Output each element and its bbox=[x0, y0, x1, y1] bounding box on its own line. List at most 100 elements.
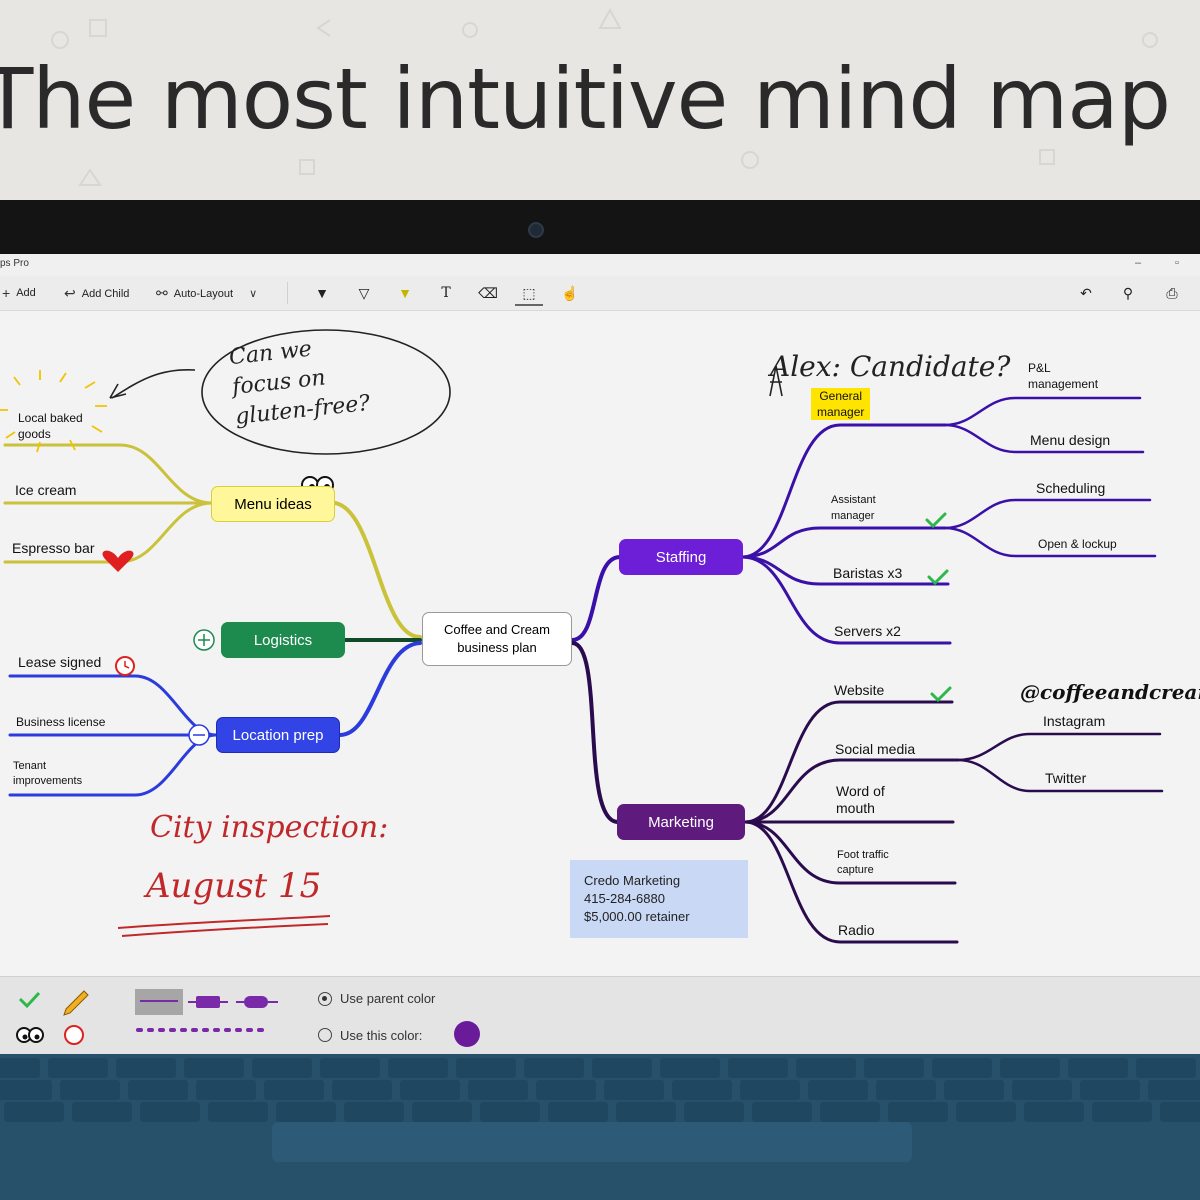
highlighter-icon[interactable]: ▼ bbox=[398, 285, 412, 301]
ink-inspection-note[interactable]: City inspection: bbox=[150, 810, 389, 845]
note-line-1: Credo Marketing bbox=[584, 873, 681, 888]
app-window: ps Pro – ▫ + Add ↩ Add Child ⚯ Auto-Layo… bbox=[0, 254, 1200, 1054]
keyboard-key bbox=[740, 1080, 800, 1100]
hero-title: The most intuitive mind map app bbox=[0, 50, 1200, 148]
undo-icon[interactable]: ↶ bbox=[1080, 285, 1092, 301]
keyboard-key bbox=[820, 1102, 880, 1122]
keyboard-key bbox=[332, 1080, 392, 1100]
location-prep-node[interactable]: Location prep bbox=[216, 717, 340, 753]
share-nodes-icon: ⚯ bbox=[156, 285, 168, 301]
topic-business-license[interactable]: Business license bbox=[16, 715, 106, 729]
search-icon[interactable]: ⚲ bbox=[1122, 285, 1134, 301]
topic-lease-signed[interactable]: Lease signed bbox=[18, 654, 102, 670]
sticky-note[interactable]: Credo Marketing 415-284-6880 $5,000.00 r… bbox=[570, 860, 748, 938]
eyes-icon bbox=[16, 1027, 44, 1043]
topic-word-of-mouth[interactable]: Word of mouth bbox=[836, 783, 885, 816]
keyboard-key bbox=[468, 1080, 528, 1100]
title-bar: ps Pro – ▫ bbox=[0, 254, 1200, 276]
maximize-icon[interactable]: ▫ bbox=[1175, 257, 1179, 269]
use-this-color-option[interactable]: Use this color: bbox=[318, 1021, 481, 1047]
topic-assistant-manager[interactable]: Assistant manager bbox=[831, 494, 876, 522]
keyboard-key bbox=[276, 1102, 336, 1122]
note-line-3: $5,000.00 retainer bbox=[584, 909, 690, 924]
style-icons bbox=[16, 989, 278, 1045]
pen-dark-icon[interactable]: ▽ bbox=[358, 285, 370, 301]
minimize-icon[interactable]: – bbox=[1135, 257, 1142, 269]
topic-twitter[interactable]: Twitter bbox=[1045, 770, 1087, 786]
keyboard-key bbox=[1148, 1080, 1200, 1100]
staffing-node[interactable]: Staffing bbox=[619, 539, 743, 575]
keyboard bbox=[0, 1054, 1200, 1200]
menu-ideas-node[interactable]: Menu ideas bbox=[211, 486, 335, 522]
print-icon[interactable]: ⎙ bbox=[1166, 285, 1178, 301]
topic-social-media[interactable]: Social media bbox=[835, 741, 916, 757]
topic-general-manager[interactable]: General manager bbox=[811, 388, 871, 420]
ink-candidate-note[interactable]: Alex: Candidate? bbox=[770, 350, 1011, 383]
ink-handle-note[interactable]: @coffeeandcream bbox=[1020, 680, 1200, 704]
pen-black-icon[interactable]: ▼ bbox=[315, 285, 329, 301]
topic-servers[interactable]: Servers x2 bbox=[834, 623, 901, 639]
keyboard-key bbox=[140, 1102, 200, 1122]
auto-layout-button[interactable]: ⚯ Auto-Layout ∨ bbox=[156, 285, 257, 302]
keyboard-key bbox=[196, 1080, 256, 1100]
keyboard-key bbox=[0, 1080, 52, 1100]
eraser-icon[interactable]: ⌫ bbox=[478, 285, 498, 301]
topic-open-lockup[interactable]: Open & lockup bbox=[1038, 537, 1117, 551]
keyboard-key bbox=[480, 1102, 540, 1122]
marketing-node[interactable]: Marketing bbox=[617, 804, 745, 840]
mind-map-canvas[interactable]: Coffee and Cream business plan Menu idea… bbox=[0, 310, 1200, 976]
expand-plus-icon bbox=[193, 629, 215, 651]
keyboard-key bbox=[1160, 1102, 1200, 1122]
style-panel: Use parent color Use this color: bbox=[0, 976, 1200, 1054]
add-button[interactable]: + Add bbox=[2, 285, 36, 301]
keyboard-key bbox=[208, 1102, 268, 1122]
keyboard-key bbox=[672, 1080, 732, 1100]
add-label: Add bbox=[16, 287, 36, 299]
touch-icon[interactable]: ☝ bbox=[561, 285, 579, 301]
ink-date-note[interactable]: August 15 bbox=[146, 866, 322, 906]
keyboard-key bbox=[1068, 1058, 1128, 1078]
logistics-node[interactable]: Logistics bbox=[221, 622, 345, 658]
central-topic-node[interactable]: Coffee and Cream business plan bbox=[422, 612, 572, 666]
ink-gluten-note[interactable]: Can we focus on gluten-free? bbox=[227, 336, 372, 430]
keyboard-key bbox=[72, 1102, 132, 1122]
topic-espresso-bar[interactable]: Espresso bar bbox=[12, 540, 95, 556]
keyboard-key bbox=[1092, 1102, 1152, 1122]
topic-radio[interactable]: Radio bbox=[838, 922, 875, 938]
heart-icon bbox=[102, 550, 134, 572]
keyboard-key bbox=[1136, 1058, 1196, 1078]
topic-ice-cream[interactable]: Ice cream bbox=[15, 482, 77, 498]
radio-this[interactable] bbox=[318, 1028, 332, 1042]
lasso-select-icon[interactable]: ⬚ bbox=[515, 282, 543, 306]
radio-parent[interactable] bbox=[318, 991, 332, 1006]
use-this-label: Use this color: bbox=[340, 1027, 423, 1043]
toolbar-divider bbox=[287, 282, 288, 304]
keyboard-key bbox=[48, 1058, 108, 1078]
topic-pl-management[interactable]: P&L management bbox=[1028, 361, 1099, 391]
text-tool-icon[interactable]: T bbox=[441, 285, 451, 301]
topic-tenant-improvements[interactable]: Tenant improvements bbox=[13, 760, 83, 787]
trackpad bbox=[272, 1122, 912, 1162]
keyboard-key bbox=[944, 1080, 1004, 1100]
topic-website[interactable]: Website bbox=[834, 682, 885, 698]
topic-baristas[interactable]: Baristas x3 bbox=[833, 565, 903, 581]
toolbar: + Add ↩ Add Child ⚯ Auto-Layout ∨ ▼ ▽ ▼ … bbox=[0, 276, 1200, 311]
pencil-icon bbox=[63, 990, 89, 1016]
topic-scheduling[interactable]: Scheduling bbox=[1036, 480, 1106, 496]
add-child-button[interactable]: ↩ Add Child bbox=[64, 285, 129, 302]
keyboard-key bbox=[252, 1058, 312, 1078]
keyboard-key bbox=[1024, 1102, 1084, 1122]
keyboard-key bbox=[548, 1102, 608, 1122]
keyboard-key bbox=[604, 1080, 664, 1100]
topic-foot-traffic[interactable]: Foot traffic capture bbox=[837, 849, 889, 876]
topic-local-baked-goods[interactable]: Local baked goods bbox=[18, 411, 83, 441]
use-parent-color-option[interactable]: Use parent color bbox=[318, 991, 435, 1006]
keyboard-key bbox=[128, 1080, 188, 1100]
topic-instagram[interactable]: Instagram bbox=[1043, 713, 1106, 729]
keyboard-key bbox=[1000, 1058, 1060, 1078]
keyboard-key bbox=[1012, 1080, 1072, 1100]
color-swatch[interactable] bbox=[454, 1021, 481, 1047]
keyboard-key bbox=[116, 1058, 176, 1078]
topic-menu-design[interactable]: Menu design bbox=[1030, 432, 1111, 448]
keyboard-key bbox=[684, 1102, 744, 1122]
